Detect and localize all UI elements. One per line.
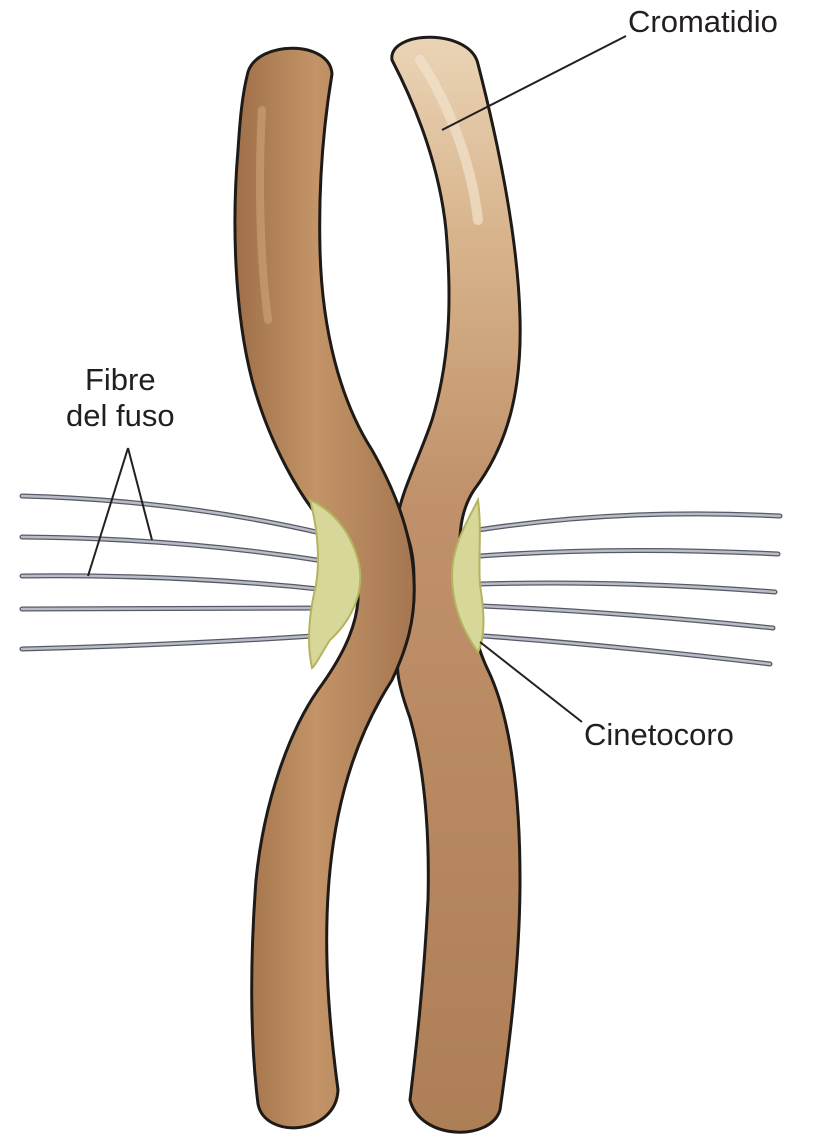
- spindle-fiber: [22, 537, 330, 562]
- label-spindle-fibers-line2: del fuso: [66, 398, 175, 434]
- spindle-fiber: [22, 608, 332, 609]
- label-spindle-fibers-line1: Fibre: [66, 362, 175, 398]
- leader-line-fiber-1: [128, 448, 152, 540]
- label-spindle-fibers: Fibre del fuso: [66, 362, 175, 434]
- label-kinetochore: Cinetocoro: [584, 717, 734, 753]
- leader-line-fiber-2: [88, 448, 128, 576]
- label-chromatid: Cromatidio: [628, 4, 778, 40]
- spindle-fiber: [22, 496, 325, 534]
- spindle-fibers-right: [478, 514, 780, 664]
- spindle-fibers-left: [22, 496, 332, 649]
- spindle-fiber: [22, 496, 325, 534]
- spindle-fiber: [22, 537, 330, 562]
